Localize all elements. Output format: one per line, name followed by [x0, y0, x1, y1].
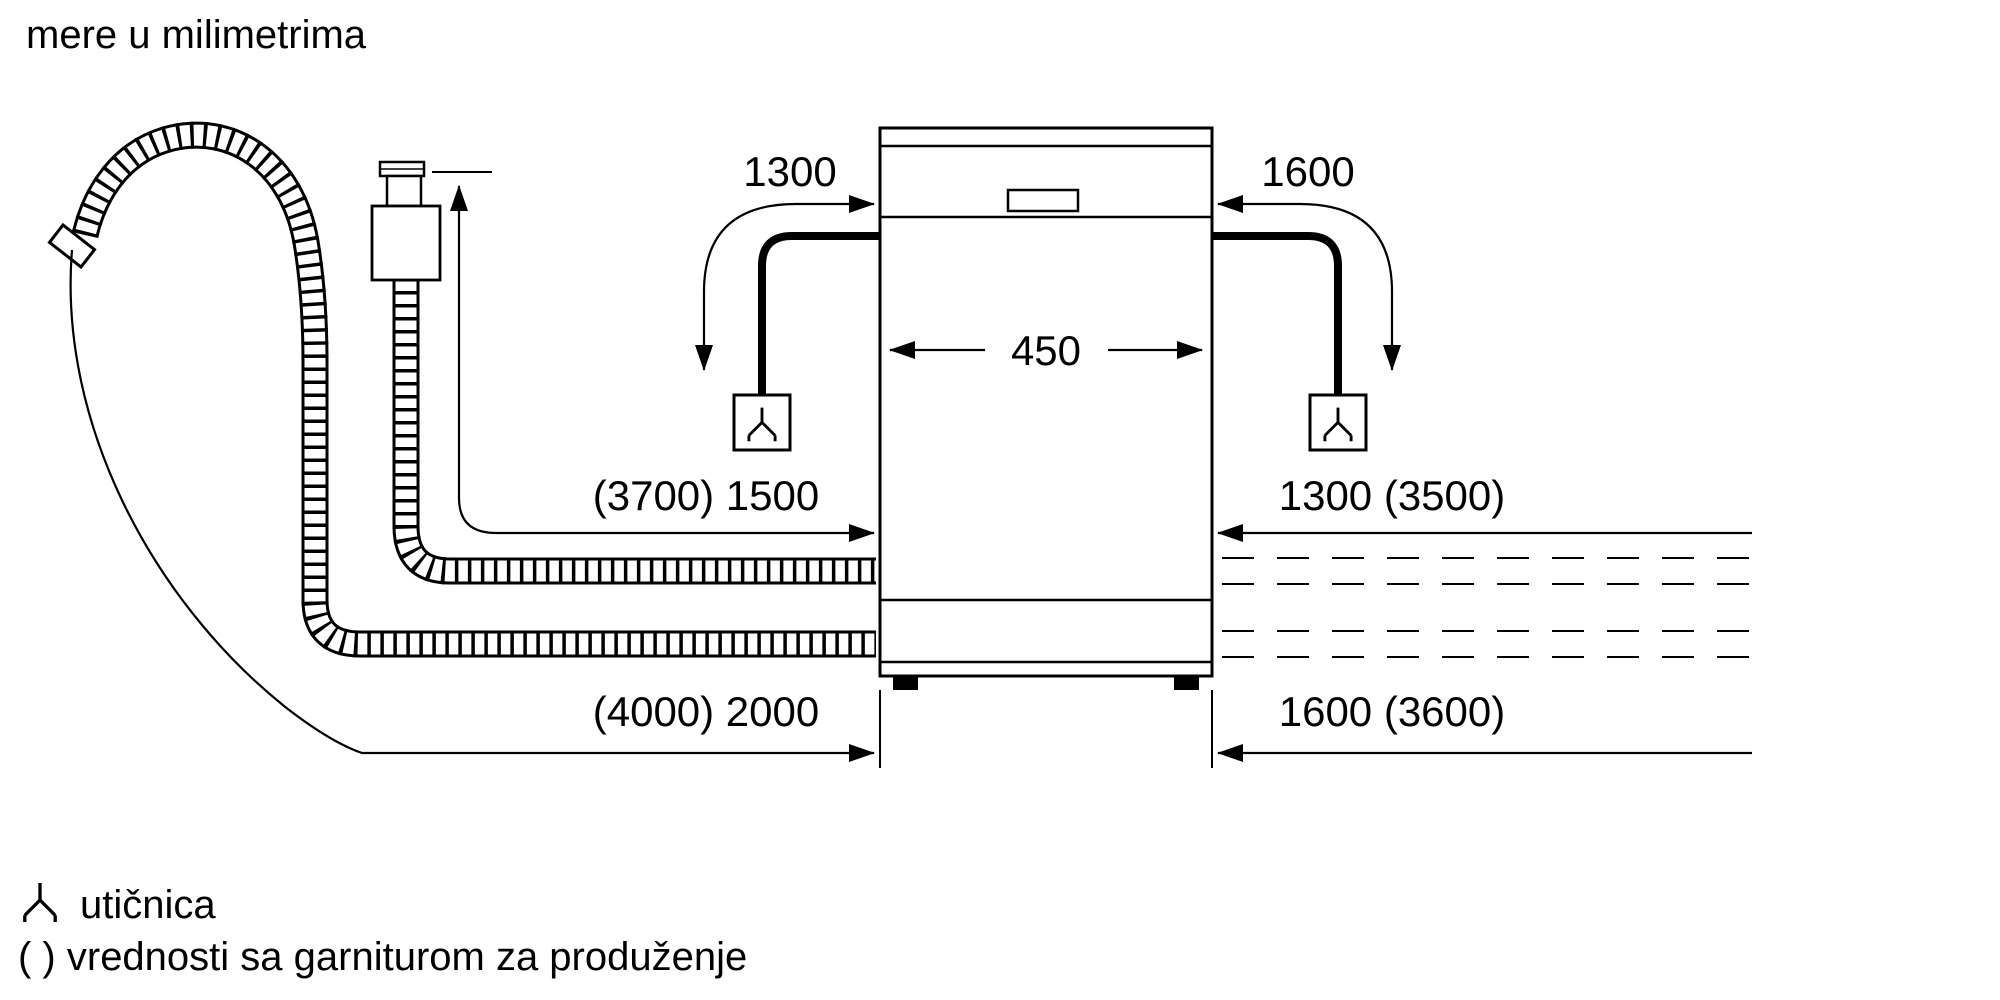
drain-hose [47, 121, 876, 658]
label-right-lower: 1600 (3600) [1279, 688, 1506, 735]
dimension-lines [69, 171, 1755, 768]
label-cord-left: 1300 [743, 148, 836, 195]
dim-drain-hose-path [69, 249, 875, 762]
legend: utičnica ( ) vrednosti sa garniturom za … [18, 881, 747, 979]
diagram-title: mere u milimetrima [26, 13, 367, 57]
label-right-upper: 1300 (3500) [1279, 472, 1506, 519]
appliance-foot-right [1174, 676, 1199, 690]
socket-box-right [1308, 393, 1368, 452]
dim-inlet-hose-path [450, 185, 875, 542]
appliance-foot-left [893, 676, 918, 690]
label-drain-hose: (4000) 2000 [593, 688, 820, 735]
appliance-handle [1006, 188, 1080, 213]
label-appliance-width: 450 [1011, 327, 1081, 374]
socket-box-left [732, 393, 792, 452]
power-cord-right [1212, 232, 1342, 394]
power-cord-left [758, 232, 880, 394]
drain-hose-end-fitting [47, 222, 97, 270]
legend-parentheses-note: ( ) vrednosti sa garniturom za produženj… [18, 935, 747, 979]
legend-socket-label: utičnica [80, 883, 216, 927]
dim-cord-left-curve [702, 195, 875, 293]
appliance [878, 126, 1214, 690]
label-cord-right: 1600 [1261, 148, 1354, 195]
diagram-labels: mere u milimetrima 1300 1600 450 (3700) … [26, 13, 1505, 735]
aquastop-valve [370, 160, 442, 282]
dim-cord-right-curve [1217, 195, 1394, 293]
label-inlet-hose: (3700) 1500 [593, 472, 820, 519]
legend-socket-icon [23, 881, 57, 924]
dashed-hose-routing [1222, 557, 1755, 658]
inlet-hose [392, 278, 876, 585]
